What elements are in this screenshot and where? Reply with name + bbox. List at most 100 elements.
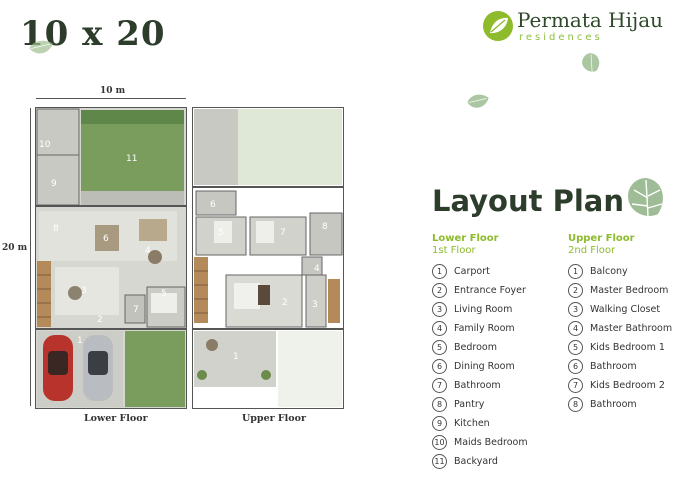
legend-label: Maids Bedroom (454, 437, 528, 448)
legend-number: 2 (568, 283, 583, 298)
roof-area (194, 109, 238, 185)
balcony-plant (261, 370, 271, 380)
legend-number: 1 (432, 264, 447, 279)
plan-number: 1 (233, 352, 239, 362)
legend-number: 8 (432, 397, 447, 412)
kids-bed-1 (214, 221, 232, 243)
brand-leaf-icon (483, 11, 513, 41)
legend-label: Kids Bedroom 2 (590, 380, 665, 391)
lower-stairs (37, 261, 51, 327)
list-item: 2 Master Bedroom (568, 281, 672, 300)
upper-floor-numbers: 1 2 3 4 5 6 7 8 (210, 200, 328, 362)
legend-label: Master Bathroom (590, 323, 673, 334)
upper-floor-plan (192, 107, 344, 409)
upper-floor-header: Upper Floor 2nd Floor (568, 233, 635, 257)
living-armchair (68, 286, 82, 300)
plan-number: 7 (280, 228, 286, 238)
plan-number: 3 (312, 300, 318, 310)
legend-number: 2 (432, 283, 447, 298)
list-item: 8 Pantry (432, 395, 528, 414)
brand-name: Permata Hijau (517, 8, 664, 32)
monstera-leaf-icon (582, 53, 600, 72)
legend-number: 11 (432, 454, 447, 469)
upper-stairs (194, 257, 208, 323)
legend-number: 7 (568, 378, 583, 393)
legend-label: Kitchen (454, 418, 490, 429)
front-lawn (125, 331, 185, 407)
legend-label: Pantry (454, 399, 485, 410)
family-chair (148, 250, 162, 264)
kids-bed-2 (256, 221, 274, 243)
plan-number: 4 (314, 264, 320, 274)
bedroom-bed (151, 293, 177, 313)
list-item: 4 Family Room (432, 319, 528, 338)
family-sofa (139, 219, 167, 241)
plan-number: 9 (51, 179, 57, 189)
legend-label: Living Room (454, 304, 513, 315)
legend-label: Bathroom (590, 361, 637, 372)
list-item: 6 Bathroom (568, 357, 672, 376)
plan-number: 10 (39, 140, 51, 150)
legend-label: Balcony (590, 266, 628, 277)
legend-number: 4 (432, 321, 447, 336)
lower-floor-header: Lower Floor 1st Floor (432, 233, 499, 257)
balcony-plant (197, 370, 207, 380)
lower-floor-plan (35, 107, 187, 409)
legend-label: Master Bedroom (590, 285, 669, 296)
plan-number: 2 (282, 298, 288, 308)
legend-number: 8 (568, 397, 583, 412)
list-item: 9 Kitchen (432, 414, 528, 433)
legend-number: 10 (432, 435, 447, 450)
legend-label: Bathroom (590, 399, 637, 410)
legend-label: Carport (454, 266, 490, 277)
list-item: 10 Maids Bedroom (432, 433, 528, 452)
monstera-leaf-icon (628, 178, 663, 217)
legend-number: 6 (432, 359, 447, 374)
brand-logo: Permata Hijau residences (481, 6, 676, 46)
list-item: 1 Balcony (568, 262, 672, 281)
upper-floor-caption: Upper Floor (242, 413, 306, 424)
plan-number: 5 (218, 228, 224, 238)
legend-label: Bathroom (454, 380, 501, 391)
monstera-leaf-icon (29, 40, 53, 54)
legend-label: Backyard (454, 456, 498, 467)
legend-label: Entrance Foyer (454, 285, 526, 296)
plan-number: 6 (103, 234, 109, 244)
backyard-deck (81, 191, 184, 205)
legend-number: 3 (432, 302, 447, 317)
legend-number: 5 (568, 340, 583, 355)
legend-number: 7 (432, 378, 447, 393)
list-item: 11 Backyard (432, 452, 528, 471)
dining-table (95, 225, 119, 251)
lower-floor-subtitle: 1st Floor (432, 245, 476, 256)
legend-label: Family Room (454, 323, 515, 334)
master-bathroom-area (301, 256, 323, 276)
legend-label: Walking Closet (590, 304, 661, 315)
backyard-void (238, 109, 342, 185)
plan-number: 5 (161, 289, 167, 299)
legend-number: 1 (568, 264, 583, 279)
width-dimension-label: 10 m (100, 86, 126, 96)
closet-cabinet (328, 279, 340, 323)
upper-floor-subtitle: 2nd Floor (568, 245, 616, 256)
master-bed (234, 283, 260, 309)
list-item: 2 Entrance Foyer (432, 281, 528, 300)
legend-number: 6 (568, 359, 583, 374)
legend-number: 9 (432, 416, 447, 431)
depth-dimension-line (30, 108, 31, 406)
backyard-lawn (81, 110, 184, 198)
plan-number: 3 (81, 286, 87, 296)
legend-label: Bedroom (454, 342, 497, 353)
silver-car-windshield (88, 351, 108, 375)
list-item: 3 Living Room (432, 300, 528, 319)
depth-dimension-label: 20 m (2, 243, 28, 253)
monstera-leaf-icon (467, 94, 489, 108)
lower-floor-title: Lower Floor (432, 233, 499, 244)
upper-bathroom-8 (309, 212, 343, 256)
list-item: 7 Bathroom (432, 376, 528, 395)
